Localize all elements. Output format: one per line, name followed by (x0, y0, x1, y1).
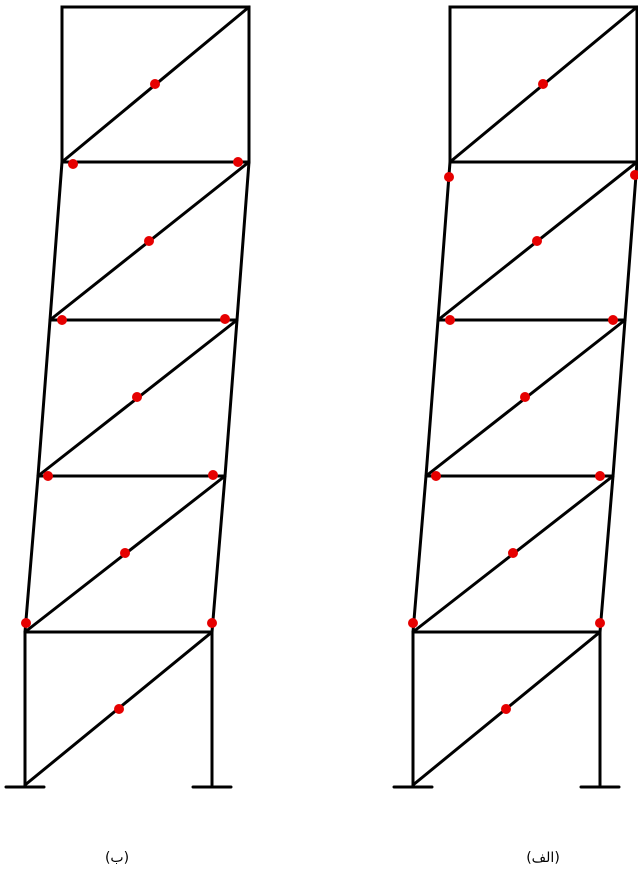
frame-alef-column-right-storey-2 (598, 474, 615, 634)
frame-alef-hinge-brace-3 (520, 392, 530, 402)
frame-b: (ب) (4, 5, 251, 866)
frame-b-column-left-storey-2 (23, 474, 40, 634)
frame-b-hinge-column-left-1 (21, 618, 31, 628)
frame-b-column-right-storey-3 (223, 318, 239, 478)
frame-b-top-storey-box (60, 5, 251, 164)
frame-alef-column-left-storey-4 (436, 160, 452, 322)
frame-alef-column-left-storey-3 (424, 318, 440, 478)
frame-alef-hinge-column-right-1 (595, 618, 605, 628)
frame-alef-hinge-brace-1 (501, 704, 511, 714)
frame-alef-hinge-beam-2-right (595, 471, 605, 481)
frame-b-hinge-beam-4-right (233, 157, 243, 167)
frame-alef-top-storey-box (448, 5, 638, 164)
frame-b-hinge-brace-1 (114, 704, 124, 714)
frame-alef-hinge-beam-3-left (445, 315, 455, 325)
frame-b-hinge-brace-3 (132, 392, 142, 402)
frame-alef-hinge-beam-3-right (608, 315, 618, 325)
frame-alef-column-left-storey-2 (411, 474, 428, 634)
frame-b-hinge-brace-5 (150, 79, 160, 89)
frame-b-hinge-beam-3-left (57, 315, 67, 325)
frame-alef-hinge-beam-2-left (431, 471, 441, 481)
frame-alef-hinge-column-right-4 (630, 170, 638, 180)
frame-b-column-left-storey-4 (48, 160, 64, 322)
frame-alef-hinge-brace-2 (508, 548, 518, 558)
frame-b-hinge-brace-2 (120, 548, 130, 558)
frame-b-column-right-storey-4 (235, 160, 251, 322)
frame-b-hinge-column-right-1 (207, 618, 217, 628)
frame-b-hinge-brace-4 (144, 236, 154, 246)
frame-b-caption: (ب) (105, 850, 129, 866)
frame-b-hinge-beam-2-left (43, 471, 53, 481)
frame-alef-hinge-column-left-4 (444, 172, 454, 182)
frame-alef-caption: (الف) (526, 850, 560, 866)
frame-alef: (الف) (392, 5, 638, 866)
frame-b-column-left-storey-3 (36, 318, 52, 478)
frame-alef-hinge-brace-4 (532, 236, 542, 246)
frame-alef-column-right-storey-3 (611, 318, 627, 478)
frame-b-hinge-beam-2-right (208, 470, 218, 480)
frame-b-hinge-beam-4-left (68, 159, 78, 169)
frame-alef-hinge-column-left-1 (408, 618, 418, 628)
frame-b-hinge-beam-3-right (220, 314, 230, 324)
frame-b-column-right-storey-2 (210, 474, 227, 634)
frame-alef-hinge-brace-5 (538, 79, 548, 89)
frame-alef-column-right-storey-4 (623, 160, 638, 322)
